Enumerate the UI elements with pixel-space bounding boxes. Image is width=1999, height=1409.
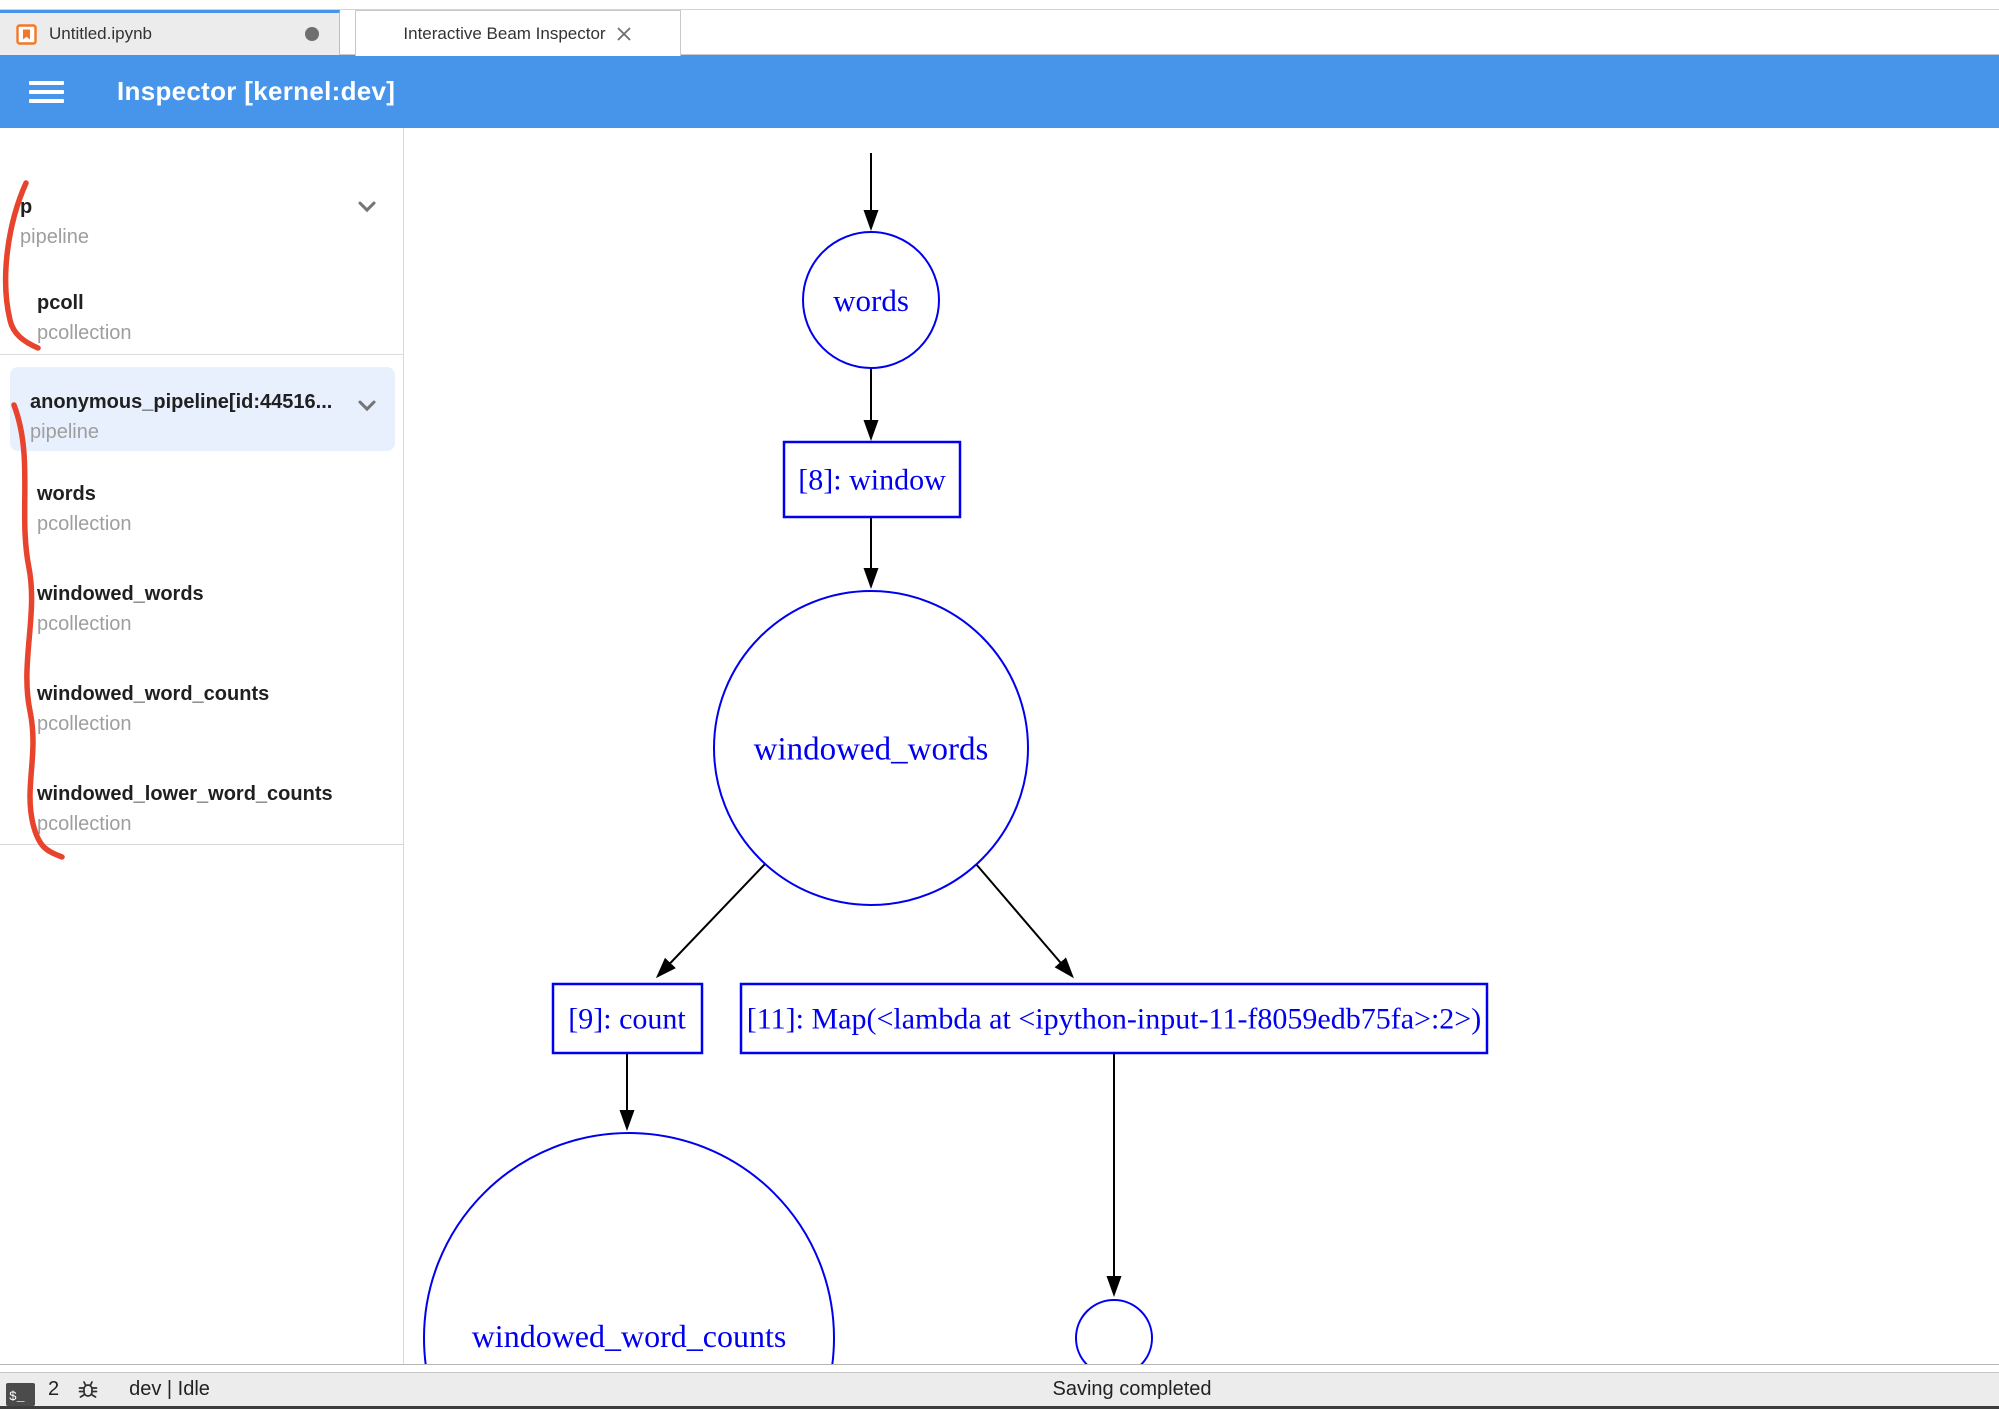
graph-node-unlabeled-pcollection[interactable]: [1075, 1299, 1153, 1365]
sidebar-item-windowed-words[interactable]: windowed_words pcollection: [0, 579, 403, 639]
svg-text:[9]: count: [9]: count: [568, 1003, 686, 1036]
tab-label: Interactive Beam Inspector: [403, 23, 606, 43]
tab-untitled-notebook[interactable]: Untitled.ipynb: [0, 10, 340, 55]
inspector-title: Inspector [kernel:dev]: [117, 76, 396, 106]
window-top-edge: [0, 0, 1999, 10]
pipeline-type: pipeline: [20, 226, 89, 248]
graph-node-words[interactable]: words: [802, 231, 940, 369]
terminal-sessions-count[interactable]: 2: [48, 1378, 60, 1400]
svg-text:words: words: [833, 283, 909, 318]
pcollection-name: words: [37, 483, 96, 505]
pipeline-type: pipeline: [30, 421, 99, 443]
close-icon[interactable]: [615, 25, 633, 43]
graph-node-windowed-word-counts[interactable]: windowed_word_counts: [423, 1132, 835, 1365]
pcollection-type: pcollection: [37, 713, 132, 735]
unsaved-changes-dot: [305, 27, 319, 41]
pcollection-type: pcollection: [37, 322, 132, 344]
kernel-status[interactable]: dev | Idle: [129, 1378, 210, 1400]
content-bottom-border: [0, 1364, 1999, 1365]
status-message: Saving completed: [1052, 1378, 1212, 1400]
tab-label: Untitled.ipynb: [49, 24, 153, 43]
sidebar-divider: [0, 354, 403, 355]
pipeline-name: anonymous_pipeline[id:44516...: [30, 391, 333, 413]
graph-edge-windowed-words-to-map: [975, 863, 1074, 979]
sidebar-item-words[interactable]: words pcollection: [0, 479, 403, 539]
graph-node-count-transform[interactable]: [9]: count: [551, 982, 704, 1055]
chevron-down-icon[interactable]: [353, 391, 381, 419]
graph-node-window-transform[interactable]: [8]: window: [782, 440, 962, 519]
terminal-icon-glyph: $_: [9, 1389, 25, 1404]
sidebar-section-user-pipeline: p pipeline pcoll pcollection: [0, 128, 403, 348]
tab-bar: Untitled.ipynb Interactive Beam Inspecto…: [0, 10, 1999, 56]
graph-panel: words [8]: window windowed_words [9]: co…: [403, 128, 1999, 1365]
pcollection-type: pcollection: [37, 513, 132, 535]
terminal-sessions-icon[interactable]: $_: [6, 1383, 35, 1406]
notebook-icon: [16, 23, 37, 45]
sidebar-section-anonymous-pipeline: anonymous_pipeline[id:44516... pipeline …: [0, 367, 403, 839]
pipeline-name: p: [20, 196, 33, 218]
tab-interactive-beam-inspector[interactable]: Interactive Beam Inspector: [355, 10, 681, 56]
pcollection-type: pcollection: [37, 613, 132, 635]
pipeline-graph: words [8]: window windowed_words [9]: co…: [423, 153, 1489, 1365]
sidebar-item-pcoll[interactable]: pcoll pcollection: [0, 288, 403, 348]
sidebar-item-anonymous-pipeline[interactable]: anonymous_pipeline[id:44516... pipeline: [10, 367, 395, 451]
pcollection-type: pcollection: [37, 813, 132, 835]
debugger-bug-icon[interactable]: [76, 1378, 100, 1402]
inspector-header: Inspector [kernel:dev]: [0, 55, 1999, 128]
pcollection-name: windowed_word_counts: [37, 683, 270, 705]
pcollection-name: pcoll: [37, 292, 84, 314]
pcollection-name: windowed_words: [37, 583, 204, 605]
sidebar-item-windowed-word-counts[interactable]: windowed_word_counts pcollection: [0, 679, 403, 739]
svg-text:windowed_words: windowed_words: [754, 732, 989, 768]
sidebar-item-windowed-lower-word-counts[interactable]: windowed_lower_word_counts pcollection: [0, 779, 403, 839]
chevron-down-icon[interactable]: [353, 192, 381, 220]
pcollection-name: windowed_lower_word_counts: [37, 783, 333, 805]
graph-node-map-transform[interactable]: [11]: Map(<lambda at <ipython-input-11-f…: [739, 982, 1489, 1055]
graph-edge-windowed-words-to-count: [655, 863, 766, 979]
graph-node-windowed-words[interactable]: windowed_words: [713, 590, 1029, 906]
sidebar-item-p[interactable]: p pipeline: [0, 192, 403, 252]
pipeline-sidebar: p pipeline pcoll pcollection anonymous_p…: [0, 128, 404, 845]
status-bar: $_ 2 dev | Idle Saving completed: [0, 1372, 1999, 1409]
svg-text:windowed_word_counts: windowed_word_counts: [472, 1318, 787, 1354]
svg-text:[11]: Map(<lambda at <ipython-: [11]: Map(<lambda at <ipython-input-11-f…: [747, 1003, 1481, 1036]
svg-text:[8]: window: [8]: window: [798, 464, 946, 497]
hamburger-menu-icon[interactable]: [29, 80, 64, 103]
